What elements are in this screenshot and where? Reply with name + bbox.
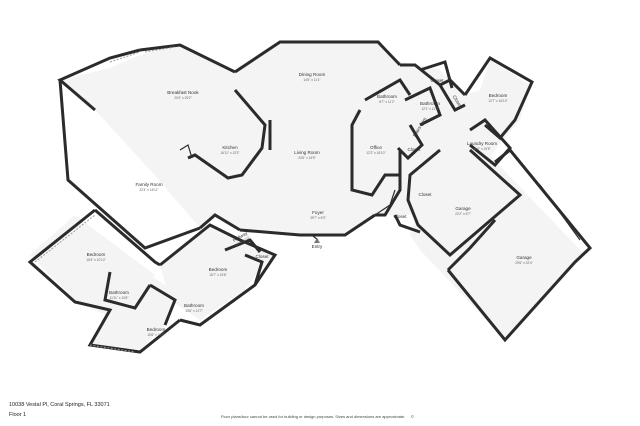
label-entry: Entry (312, 244, 323, 249)
svg-text:Closet: Closet (452, 94, 464, 108)
svg-text:Bathroom: Bathroom (184, 303, 204, 308)
disclaimer-text: Floor plans/tour cannot be used for buil… (221, 414, 406, 419)
label-bathroom-left: Bathroom 11'11" x 10'8" (109, 290, 129, 300)
label-bedroom-bottom: Bedroom 15'6" x 19'8" (147, 327, 166, 337)
right-wing-walls (406, 56, 534, 258)
svg-text:Bathroom: Bathroom (109, 290, 129, 295)
svg-text:23'6" x 16'9": 23'6" x 16'9" (298, 156, 315, 160)
kitchen-wing-walls (57, 43, 267, 250)
svg-text:Family Room: Family Room (135, 182, 162, 187)
svg-text:Closet: Closet (407, 147, 421, 152)
svg-text:Closet: Closet (430, 78, 444, 83)
svg-text:13'6" x 12'7": 13'6" x 12'7" (185, 309, 202, 313)
svg-text:Bathroom: Bathroom (420, 101, 440, 106)
label-living-room: Living Room 23'6" x 16'9" (294, 150, 320, 160)
label-closet-mid: Closet (407, 147, 421, 152)
svg-text:20'4" x 26'2": 20'4" x 26'2" (174, 96, 191, 100)
svg-text:Foyer: Foyer (312, 210, 324, 215)
svg-text:Closet: Closet (255, 254, 269, 259)
central-rooms-walls (350, 60, 467, 234)
label-closet-garage: Closet (418, 192, 432, 197)
label-closet-top: Closet (430, 78, 444, 83)
copyright-mark: © (411, 414, 414, 419)
property-address: 10038 Vestal Pl, Coral Springs, FL 33071 (9, 402, 110, 408)
svg-text:Garage: Garage (516, 255, 532, 260)
svg-text:Kitchen: Kitchen (222, 145, 238, 150)
label-bedroom-right: Bedroom 12'7" x 16'10" (488, 93, 507, 103)
label-bedroom-left: Bedroom 18'4" x 10'10" (86, 252, 105, 262)
svg-text:22'2" x 6'7": 22'2" x 6'7" (455, 212, 471, 216)
svg-text:14'6" x 11'1": 14'6" x 11'1" (303, 78, 320, 82)
label-foyer: Foyer 39'7" x 6'3" (310, 210, 326, 220)
label-bedroom-mid: Bedroom 16'7" x 15'6" (209, 267, 228, 277)
svg-text:29'6" x 32'4": 29'6" x 32'4" (515, 261, 532, 265)
label-closet-left: Closet (255, 254, 269, 259)
svg-text:Bedroom: Bedroom (87, 252, 106, 257)
label-bathroom-top-2: Bathroom 12'1" x 11'0" (420, 101, 440, 111)
label-kitchen: Kitchen 16'11" x 13'3" (220, 145, 239, 155)
bedroom-wing-walls (27, 208, 278, 354)
svg-text:18'4" x 10'10": 18'4" x 10'10" (86, 258, 105, 262)
floor-label: Floor 1 (9, 412, 27, 418)
garage-walls (446, 147, 593, 343)
svg-text:12'1" x 11'0": 12'1" x 11'0" (421, 107, 438, 111)
svg-text:Bedroom: Bedroom (147, 327, 166, 332)
label-office: Office 12'2" x 16'10" (366, 145, 385, 155)
label-family-room: Family Room 32'4" x 16'11" (135, 182, 162, 192)
svg-text:Closet: Closet (418, 192, 432, 197)
svg-text:11'11" x 10'8": 11'11" x 10'8" (110, 296, 129, 300)
svg-text:Laundry Room: Laundry Room (467, 141, 497, 146)
svg-text:32'4" x 16'11": 32'4" x 16'11" (139, 188, 158, 192)
label-bathroom-mid: Bathroom 13'6" x 12'7" (184, 303, 204, 313)
svg-text:12'2" x 16'10": 12'2" x 16'10" (366, 151, 385, 155)
svg-text:Garage: Garage (455, 206, 471, 211)
svg-text:Office: Office (370, 145, 382, 150)
label-breakfast-nook: Breakfast Nook 20'4" x 26'2" (167, 90, 199, 100)
label-closet-stairs: Closet (452, 94, 464, 108)
svg-text:Closet: Closet (393, 214, 407, 219)
svg-text:12'7" x 16'10": 12'7" x 16'10" (488, 99, 507, 103)
label-garage-small: Garage 22'2" x 6'7" (455, 206, 471, 216)
label-garage-large: Garage 29'6" x 32'4" (515, 255, 532, 265)
entry-arrow-icon (314, 238, 320, 243)
label-laundry-room: Laundry Room 11'6" x 19'8" (467, 141, 497, 151)
svg-text:Bedroom: Bedroom (209, 267, 228, 272)
label-bathroom-top-1: Bathroom 8'7" x 11'2" (377, 94, 397, 104)
svg-text:15'6" x 19'8": 15'6" x 19'8" (147, 333, 164, 337)
svg-text:16'11" x 13'3": 16'11" x 13'3" (220, 151, 239, 155)
svg-text:Breakfast Nook: Breakfast Nook (167, 90, 199, 95)
svg-text:8'7" x 11'2": 8'7" x 11'2" (379, 100, 394, 104)
label-dining-room: Dining Room 14'6" x 11'1" (299, 72, 326, 82)
svg-text:Bathroom: Bathroom (377, 94, 397, 99)
svg-text:11'6" x 19'8": 11'6" x 19'8" (473, 147, 490, 151)
label-closet-low: Closet (393, 214, 407, 219)
svg-text:Bedroom: Bedroom (489, 93, 508, 98)
svg-text:16'7" x 15'6": 16'7" x 15'6" (209, 273, 226, 277)
svg-text:Dining Room: Dining Room (299, 72, 326, 77)
svg-text:Living Room: Living Room (294, 150, 320, 155)
room-labels: Dining Room 14'6" x 11'1" Breakfast Nook… (86, 72, 532, 337)
svg-text:Entry: Entry (312, 244, 323, 249)
svg-text:39'7" x 6'3": 39'7" x 6'3" (310, 216, 326, 220)
